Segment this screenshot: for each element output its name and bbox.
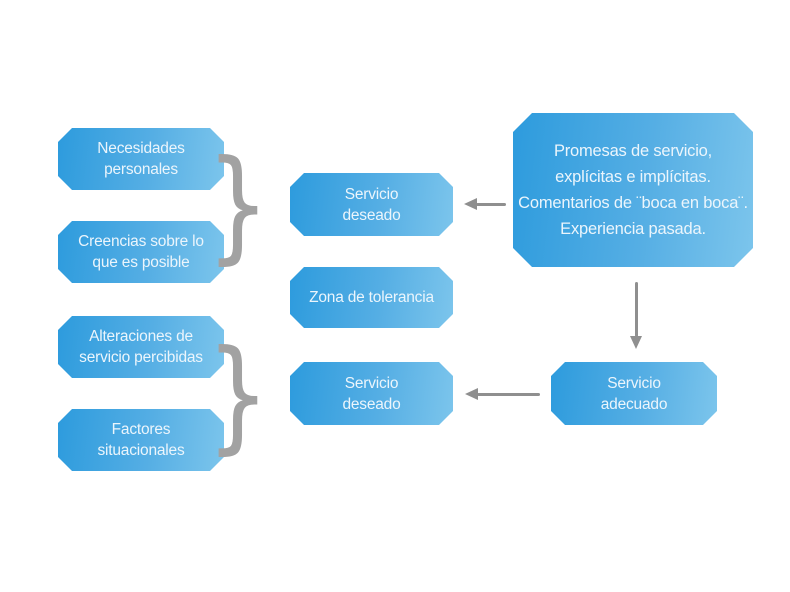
- node-promesas-de-servicio: Promesas de servicio, explícitas e implí…: [513, 113, 753, 267]
- node-label: Servicio deseado: [342, 374, 401, 413]
- node-label: Creencias sobre lo que es posible: [78, 233, 204, 271]
- node-factores-situacionales: Factores situacionales: [58, 409, 224, 471]
- node-label: Promesas de servicio, explícitas e implí…: [518, 142, 748, 238]
- node-label: Necesidades personales: [97, 140, 185, 178]
- arrowhead-left-icon: [464, 198, 477, 210]
- arrow-line: [476, 202, 506, 206]
- arrow-line: [477, 392, 540, 396]
- node-label: Alteraciones de servicio percibidas: [79, 328, 203, 366]
- curly-brace-icon: }: [206, 134, 270, 276]
- node-servicio-adecuado: Servicio adecuado: [551, 362, 717, 425]
- curly-brace-icon: }: [206, 324, 270, 466]
- arrowhead-down-icon: [630, 336, 642, 349]
- node-servicio-deseado-top: Servicio deseado: [290, 173, 453, 236]
- node-label: Servicio deseado: [342, 185, 401, 224]
- node-zona-de-tolerancia: Zona de tolerancia: [290, 267, 453, 328]
- node-alteraciones-percibidas: Alteraciones de servicio percibidas: [58, 316, 224, 378]
- arrow-line: [634, 282, 638, 337]
- arrowhead-left-icon: [465, 388, 478, 400]
- node-label: Factores situacionales: [97, 421, 185, 459]
- node-necesidades-personales: Necesidades personales: [58, 128, 224, 190]
- node-creencias-posible: Creencias sobre lo que es posible: [58, 221, 224, 283]
- node-label: Servicio adecuado: [600, 374, 668, 413]
- node-servicio-deseado-bottom: Servicio deseado: [290, 362, 453, 425]
- node-label: Zona de tolerancia: [309, 289, 434, 306]
